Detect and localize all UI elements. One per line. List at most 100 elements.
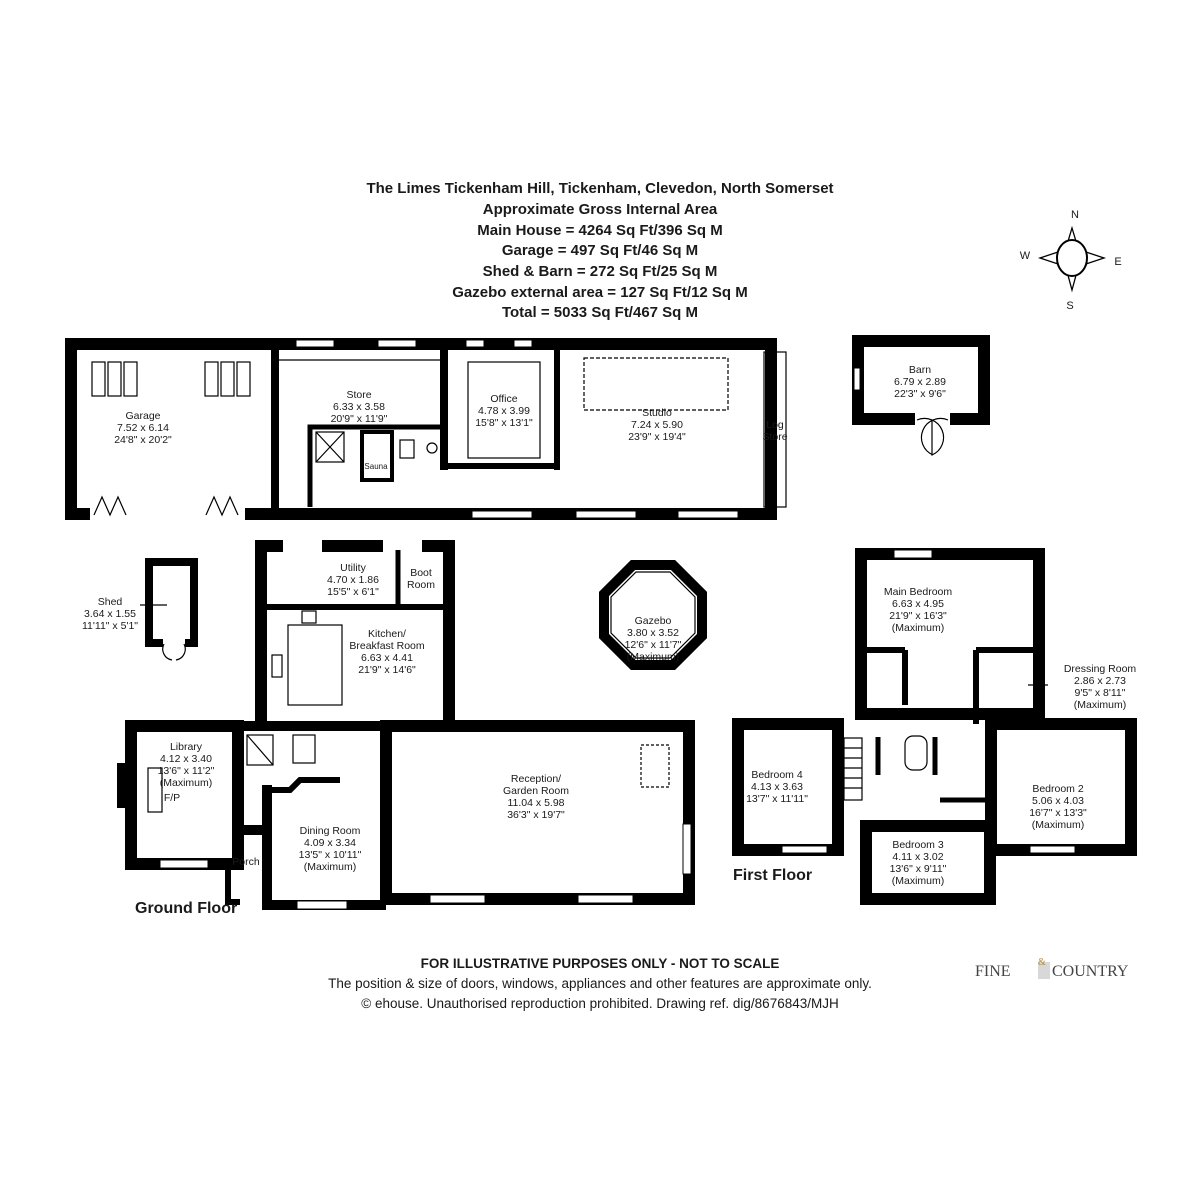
room-note-library: (Maximum) xyxy=(160,777,213,789)
room-name-boot-room-2: Room xyxy=(407,579,435,591)
room-name-office: Office xyxy=(490,393,517,405)
room-imperial-store: 20'9" x 11'9" xyxy=(331,413,388,425)
room-metric-kitchen: 6.63 x 4.41 xyxy=(361,652,413,664)
compass-rose-icon: N S W E xyxy=(1020,209,1122,312)
footer-note: The position & size of doors, windows, a… xyxy=(328,976,872,991)
log-store xyxy=(763,351,787,508)
room-imperial-library: 13'6" x 11'2" xyxy=(158,765,215,777)
room-metric-dining: 4.09 x 3.34 xyxy=(304,837,356,849)
room-name-boot-room: Boot xyxy=(410,567,432,579)
room-metric-bedroom4: 4.13 x 3.63 xyxy=(751,781,803,793)
room-note-dining: (Maximum) xyxy=(304,861,357,873)
room-name-main-bedroom: Main Bedroom xyxy=(884,586,953,598)
room-name-bedroom3: Bedroom 3 xyxy=(892,839,944,851)
room-name-garage: Garage xyxy=(125,410,160,422)
gazebo-plan: Gazebo 3.80 x 3.52 12'6" x 11'7" (Maximu… xyxy=(599,560,707,670)
room-name-gazebo: Gazebo xyxy=(635,615,672,627)
area-total: Total = 5033 Sq Ft/467 Sq M xyxy=(502,304,698,321)
room-metric-store: 6.33 x 3.58 xyxy=(333,401,385,413)
fireplace-label: F/P xyxy=(164,792,180,804)
room-name-kitchen-2: Breakfast Room xyxy=(349,640,425,652)
garage-bifold-door xyxy=(205,495,239,517)
compass-s: S xyxy=(1066,300,1073,312)
room-name-bedroom2: Bedroom 2 xyxy=(1032,783,1084,795)
copyright: © ehouse. Unauthorised reproduction proh… xyxy=(361,996,838,1011)
room-name-barn: Barn xyxy=(909,364,931,376)
barn-plan: Barn 6.79 x 2.89 22'3" x 9'6" xyxy=(852,335,990,456)
garage-rooflights xyxy=(91,361,251,397)
room-imperial-bedroom2: 16'7" x 13'3" xyxy=(1029,807,1087,819)
area-garage: Garage = 497 Sq Ft/46 Sq M xyxy=(502,242,698,259)
room-name-bedroom4: Bedroom 4 xyxy=(751,769,803,781)
room-metric-studio: 7.24 x 5.90 xyxy=(631,419,683,431)
area-gazebo: Gazebo external area = 127 Sq Ft/12 Sq M xyxy=(452,284,748,301)
disclaimer: FOR ILLUSTRATIVE PURPOSES ONLY - NOT TO … xyxy=(421,956,780,971)
room-name-reception: Reception/ xyxy=(511,773,561,785)
area-main-house: Main House = 4264 Sq Ft/396 Sq M xyxy=(477,222,723,239)
room-imperial-studio: 23'9" x 19'4" xyxy=(628,431,686,443)
room-imperial-gazebo: 12'6" x 11'7" xyxy=(625,639,682,651)
room-note-main-bedroom: (Maximum) xyxy=(892,622,945,634)
ground-floor-label: Ground Floor xyxy=(135,900,237,917)
compass-e: E xyxy=(1114,256,1121,268)
room-name-dressing-room: Dressing Room xyxy=(1064,663,1137,675)
room-name-shed: Shed xyxy=(98,596,123,608)
ground-floor-plan: Dining Room 4.09 x 3.34 13'5" x 10'11" (… xyxy=(117,540,695,917)
room-metric-bedroom3: 4.11 x 3.02 xyxy=(892,851,943,863)
room-imperial-garage: 24'8" x 20'2" xyxy=(114,434,172,446)
fine-country-logo: FINE & COUNTRY xyxy=(975,957,1129,980)
room-imperial-reception: 36'3" x 19'7" xyxy=(507,809,565,821)
room-metric-barn: 6.79 x 2.89 xyxy=(894,376,946,388)
room-imperial-office: 15'8" x 13'1" xyxy=(475,417,533,429)
area-subtitle: Approximate Gross Internal Area xyxy=(483,201,718,218)
room-metric-dressing-room: 2.86 x 2.73 xyxy=(1074,675,1126,687)
room-name-store: Store xyxy=(346,389,371,401)
compass-n: N xyxy=(1071,209,1079,221)
room-label-sauna: Sauna xyxy=(364,462,388,471)
room-note-gazebo: (Maximum) xyxy=(627,651,680,663)
room-metric-shed: 3.64 x 1.55 xyxy=(84,608,136,620)
room-name-utility: Utility xyxy=(340,562,366,574)
room-name-reception-2: Garden Room xyxy=(503,785,569,797)
room-imperial-kitchen: 21'9" x 14'6" xyxy=(358,664,416,676)
room-metric-library: 4.12 x 3.40 xyxy=(160,753,212,765)
area-shed-barn: Shed & Barn = 272 Sq Ft/25 Sq M xyxy=(483,263,718,280)
compass-w: W xyxy=(1020,250,1031,262)
shed-plan: Shed 3.64 x 1.55 11'11" x 5'1" xyxy=(82,558,198,661)
room-name-studio: Studio xyxy=(642,407,672,419)
room-name-dining: Dining Room xyxy=(300,825,361,837)
logo-country: COUNTRY xyxy=(1052,963,1129,980)
room-imperial-dressing-room: 9'5" x 8'11" xyxy=(1075,687,1126,699)
outbuilding-plan: Sauna Garage 7.52 x 6.14 24'8" x 20'2" S… xyxy=(65,338,788,520)
garage-bifold-door xyxy=(93,495,127,517)
header: The Limes Tickenham Hill, Tickenham, Cle… xyxy=(366,180,833,321)
logo-fine: FINE xyxy=(975,963,1011,980)
room-name-kitchen: Kitchen/ xyxy=(368,628,406,640)
room-name-log-store: Log xyxy=(766,419,784,431)
room-name-porch: Porch xyxy=(232,856,260,868)
room-metric-garage: 7.52 x 6.14 xyxy=(117,422,169,434)
room-imperial-shed: 11'11" x 5'1" xyxy=(82,620,138,632)
room-metric-utility: 4.70 x 1.86 xyxy=(327,574,379,586)
first-floor-label: First Floor xyxy=(733,867,812,884)
room-imperial-bedroom3: 13'6" x 9'11" xyxy=(890,863,947,875)
room-imperial-barn: 22'3" x 9'6" xyxy=(894,388,946,400)
room-name-library: Library xyxy=(170,741,203,753)
room-metric-bedroom2: 5.06 x 4.03 xyxy=(1032,795,1084,807)
footer: FOR ILLUSTRATIVE PURPOSES ONLY - NOT TO … xyxy=(328,956,872,1011)
property-title: The Limes Tickenham Hill, Tickenham, Cle… xyxy=(366,180,833,197)
room-imperial-dining: 13'5" x 10'11" xyxy=(299,849,362,861)
first-floor-plan: Main Bedroom 6.63 x 4.95 21'9" x 16'3" (… xyxy=(732,548,1137,905)
room-note-dressing-room: (Maximum) xyxy=(1074,699,1127,711)
logo-amp: & xyxy=(1038,957,1046,968)
room-imperial-bedroom4: 13'7" x 11'11" xyxy=(746,793,808,805)
room-metric-gazebo: 3.80 x 3.52 xyxy=(627,627,679,639)
room-imperial-main-bedroom: 21'9" x 16'3" xyxy=(889,610,947,622)
staircase xyxy=(843,737,863,801)
room-imperial-utility: 15'5" x 6'1" xyxy=(327,586,379,598)
room-metric-reception: 11.04 x 5.98 xyxy=(507,797,564,809)
room-name-log-store-2: Store xyxy=(762,431,787,443)
room-note-bedroom3: (Maximum) xyxy=(892,875,945,887)
room-metric-office: 4.78 x 3.99 xyxy=(478,405,530,417)
